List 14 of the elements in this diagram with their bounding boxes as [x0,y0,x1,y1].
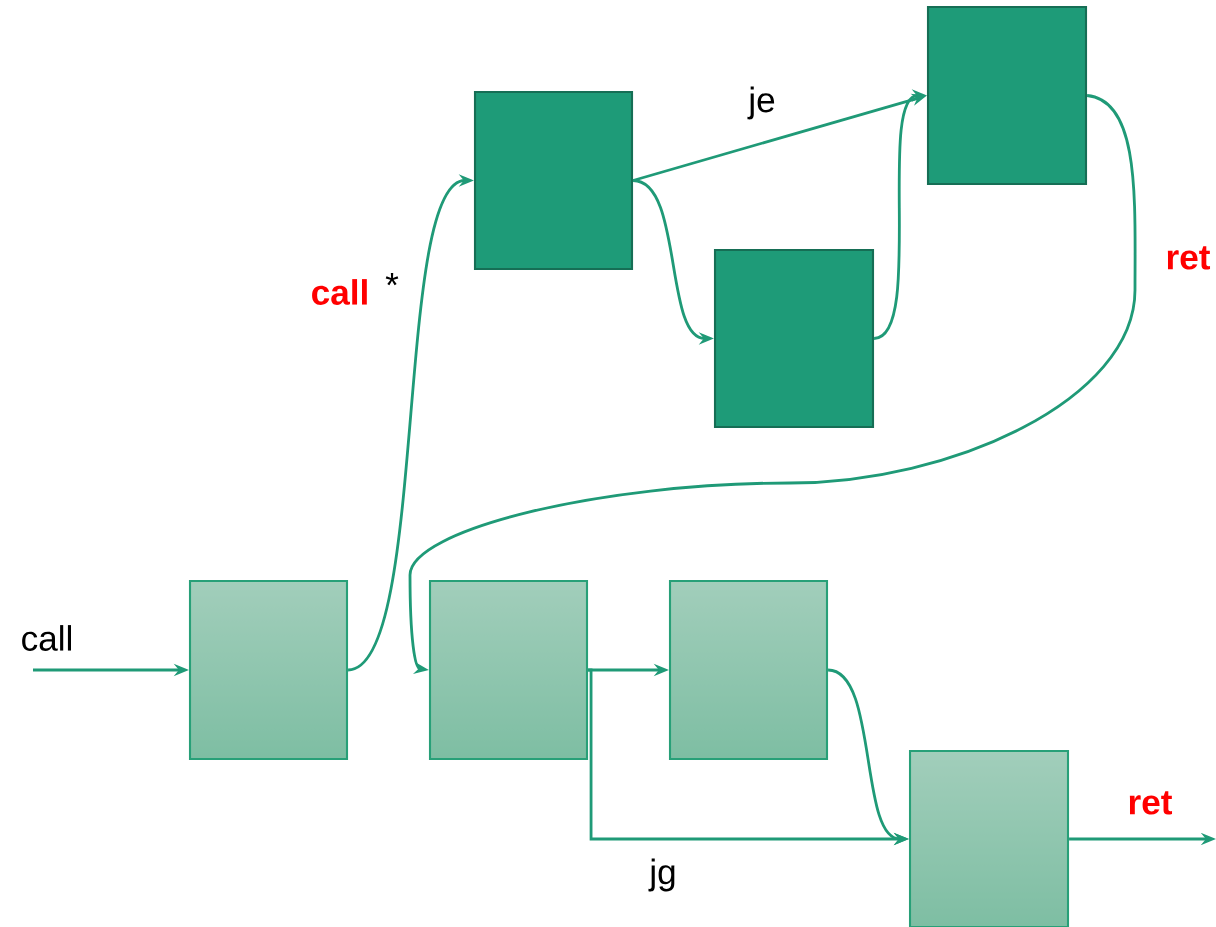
edge-label: jg [648,858,675,892]
block-box [908,749,1070,927]
block-box [668,579,829,761]
block-box [926,5,1088,186]
label: * [385,272,399,286]
edge-label: ret [1167,246,1210,270]
block-box [473,90,634,271]
block-box [713,248,875,429]
edge-label: call [22,625,71,651]
block-box [428,579,589,761]
block-box [188,579,349,761]
edge-label: call [312,279,367,305]
edge-label: je [747,86,775,120]
edge-label: ret [1129,791,1173,815]
